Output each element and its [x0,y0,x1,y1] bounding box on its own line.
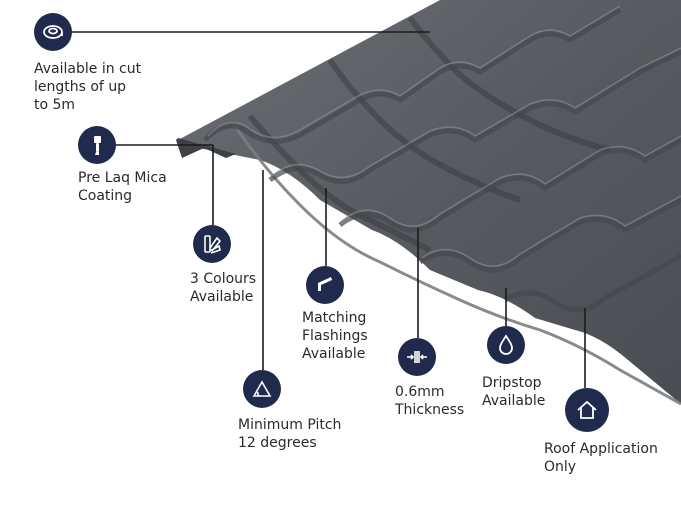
house-icon [565,388,609,432]
colour-swatch-icon [193,225,231,263]
feature-label-dripstop: Dripstop Available [482,375,546,409]
feature-label-lengths: Available in cut lengths of up to 5m [34,61,142,113]
feature-label-coating: Pre Laq Mica Coating [78,170,167,204]
feature-label-colours: 3 Colours Available [190,271,257,305]
feature-label-pitch: Minimum Pitch 12 degrees [238,417,342,451]
tape-measure-icon [34,13,72,51]
paint-brush-icon [78,126,116,164]
pitch-angle-icon [243,370,281,408]
thickness-icon [398,338,436,376]
feature-label-flashings: Matching Flashings Available [302,310,368,362]
feature-label-thickness: 0.6mm Thickness [395,384,465,418]
feature-label-roof: Roof Application Only [544,441,658,475]
flashing-icon [306,266,344,304]
water-drop-icon [487,326,525,364]
